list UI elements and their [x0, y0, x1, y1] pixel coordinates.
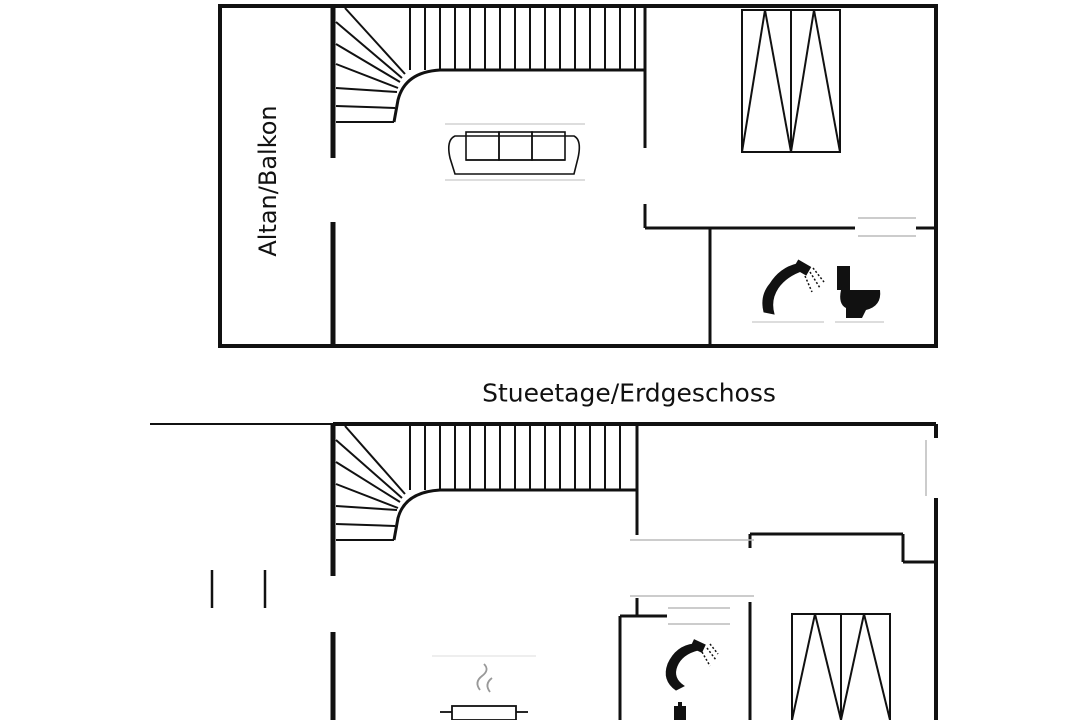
- upper-interior-walls: [643, 70, 936, 346]
- sofa-icon: [445, 123, 585, 181]
- shower-icon: [752, 259, 825, 323]
- ground-staircase: [335, 424, 639, 541]
- ground-doors: [630, 440, 927, 625]
- toilet-icon: [835, 266, 884, 323]
- double-bed-icon: [791, 613, 891, 720]
- upper-floor-plan: [218, 4, 938, 348]
- floor-label: Stueetage/Erdgeschoss: [482, 378, 776, 408]
- entrance-marks: [210, 570, 267, 608]
- shower-icon: [665, 639, 719, 691]
- toilet-icon: [674, 702, 686, 720]
- ground-outer-walls: [150, 422, 938, 720]
- upper-staircase: [335, 6, 647, 123]
- ground-interior-walls: [618, 490, 936, 720]
- upper-outer-walls: [218, 4, 938, 348]
- ground-floor-plan: [150, 422, 938, 720]
- cooking-pot-icon: [432, 655, 536, 720]
- upper-bathroom-door: [858, 217, 916, 237]
- double-bed-icon: [741, 9, 841, 153]
- balcony-label: Altan/Balkon: [254, 105, 282, 257]
